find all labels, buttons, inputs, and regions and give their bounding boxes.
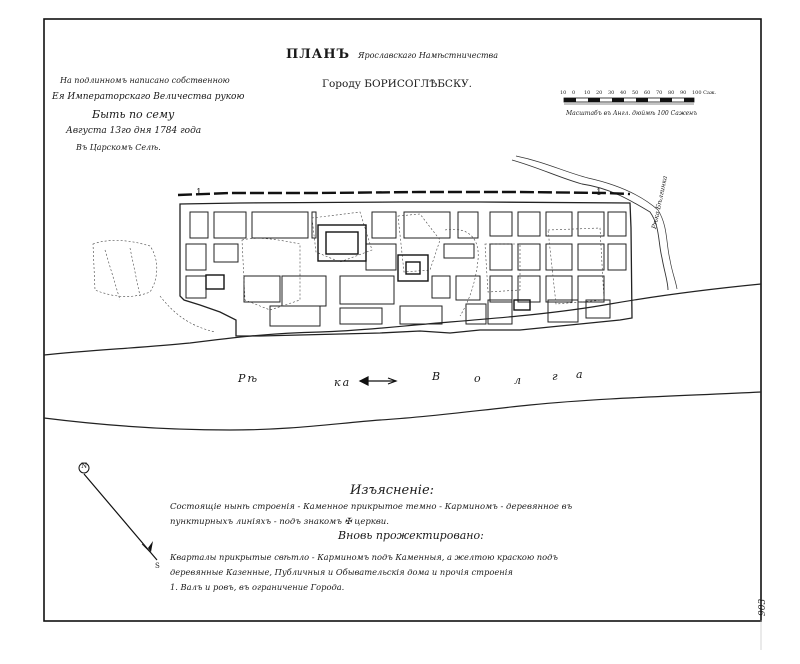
legend-proposed-line-2: деревянные Казенные, Публичныя и Обывате… bbox=[170, 567, 513, 577]
scale-tick-label: 70 bbox=[656, 90, 663, 96]
scale-tick-label: 20 bbox=[596, 90, 603, 96]
city-quarter bbox=[545, 243, 573, 271]
scale-tick-label: 40 bbox=[620, 90, 627, 96]
marker-1-left: 1 bbox=[196, 188, 202, 198]
city-quarter bbox=[489, 243, 513, 271]
city-quarter bbox=[465, 303, 487, 325]
city-quarter bbox=[517, 211, 541, 237]
city-quarter bbox=[547, 299, 579, 323]
city-quarter bbox=[489, 211, 513, 237]
approval-line-1: На подлинномъ написано собственною bbox=[60, 76, 230, 85]
city-quarter bbox=[365, 243, 397, 271]
city-quarter bbox=[185, 275, 207, 299]
city-quarter bbox=[185, 243, 207, 271]
legend-heading: Изъясненіе: bbox=[350, 483, 435, 498]
approval-line-4: Августа 13го дня 1784 года bbox=[66, 126, 202, 136]
compass-needle bbox=[78, 462, 158, 561]
scale-tick-label: 0 bbox=[572, 90, 576, 96]
city-quarter bbox=[457, 211, 479, 239]
city-quarter bbox=[487, 299, 513, 325]
city-quarter bbox=[251, 211, 309, 239]
river-label-letter: ка bbox=[334, 376, 352, 389]
church-compound bbox=[205, 224, 531, 311]
scale-tick-label: 100 Саж. bbox=[692, 90, 717, 96]
scale-tick-label: 90 bbox=[680, 90, 687, 96]
volga-south-bank bbox=[43, 391, 762, 431]
scale-caption: Масштабъ въ Англ. дюймѣ 100 Саженъ bbox=[566, 110, 698, 117]
scale-tick-label: 30 bbox=[608, 90, 615, 96]
compass-south-label: S bbox=[155, 562, 160, 570]
river-label-letter: Рѣ bbox=[238, 372, 260, 385]
city-quarter bbox=[517, 275, 541, 303]
city-quarter bbox=[431, 275, 451, 299]
city-quarter bbox=[577, 275, 605, 303]
city-quarter bbox=[189, 211, 209, 239]
volga-north-bank bbox=[43, 283, 762, 356]
page-number: 903 bbox=[758, 598, 768, 616]
city-quarter bbox=[577, 243, 605, 271]
city-quarter bbox=[517, 243, 541, 271]
compass-north-label: N bbox=[81, 462, 88, 470]
city-quarters bbox=[185, 211, 627, 327]
legend-proposed-heading: Вновь прожектировано: bbox=[338, 529, 484, 542]
city-quarter bbox=[399, 305, 443, 325]
scale-bar bbox=[563, 97, 695, 105]
plan-city: Городу БОРИСОГЛѢБСКУ. bbox=[322, 78, 472, 90]
city-quarter bbox=[607, 211, 627, 237]
city-quarter bbox=[339, 307, 383, 325]
scale-tick-label: 60 bbox=[644, 90, 651, 96]
city-quarter bbox=[311, 211, 317, 239]
rampart-line bbox=[177, 190, 631, 197]
city-quarter bbox=[281, 275, 327, 307]
city-quarter bbox=[545, 211, 573, 237]
city-quarter bbox=[443, 243, 475, 259]
city-boundary bbox=[179, 201, 633, 337]
scale-tick-label: 80 bbox=[668, 90, 675, 96]
city-quarter bbox=[213, 211, 247, 239]
approval-line-2: Ея Императорскаго Величества рукою bbox=[52, 92, 245, 102]
river-label-letter: г bbox=[552, 370, 560, 383]
city-quarter bbox=[585, 299, 611, 319]
marker-1-right: 1 bbox=[596, 188, 602, 198]
river-flow-arrow bbox=[358, 376, 398, 386]
stream-bank bbox=[515, 155, 678, 290]
legend-proposed-line-3: 1. Валъ и ровъ, въ ограничение Города. bbox=[170, 582, 345, 592]
river-label-letter: о bbox=[474, 372, 483, 385]
city-quarter bbox=[213, 243, 239, 263]
city-quarter bbox=[371, 211, 397, 239]
city-quarter bbox=[403, 211, 451, 239]
city-quarter bbox=[545, 275, 573, 303]
city-quarter bbox=[339, 275, 395, 305]
approval-line-5: Въ Царскомъ Селѣ. bbox=[76, 143, 161, 152]
scale-tick-label: 10 bbox=[560, 90, 567, 96]
approval-line-3: Быть по сему bbox=[92, 108, 175, 121]
river-label-letter: В bbox=[432, 370, 443, 383]
city-quarter bbox=[489, 275, 513, 303]
stream bbox=[511, 159, 669, 291]
old-town-dotted bbox=[92, 211, 605, 333]
city-quarter bbox=[243, 275, 281, 303]
legend-proposed-line-1: Кварталы прикрытые свѣтло - Карминомъ по… bbox=[170, 552, 558, 562]
river-label-letter: л bbox=[514, 374, 524, 387]
city-quarter bbox=[577, 211, 605, 237]
plan-governorate: Ярославскаго Намѣстничества bbox=[358, 51, 498, 60]
map-frame bbox=[43, 18, 762, 622]
legend-existing-line-1: Состоящіе нынѣ строенія - Каменное прикр… bbox=[170, 502, 573, 512]
city-quarter bbox=[455, 275, 481, 301]
scale-tick-label: 50 bbox=[632, 90, 639, 96]
city-quarter bbox=[269, 305, 321, 327]
city-quarter bbox=[607, 243, 627, 271]
legend-existing-line-2: пунктирныхъ линіяхъ - подъ знакомъ ✠ цер… bbox=[170, 517, 389, 527]
plan-title: ПЛАНЪ bbox=[286, 47, 351, 62]
river-label-letter: а bbox=[576, 368, 585, 381]
scale-tick-label: 10 bbox=[584, 90, 591, 96]
